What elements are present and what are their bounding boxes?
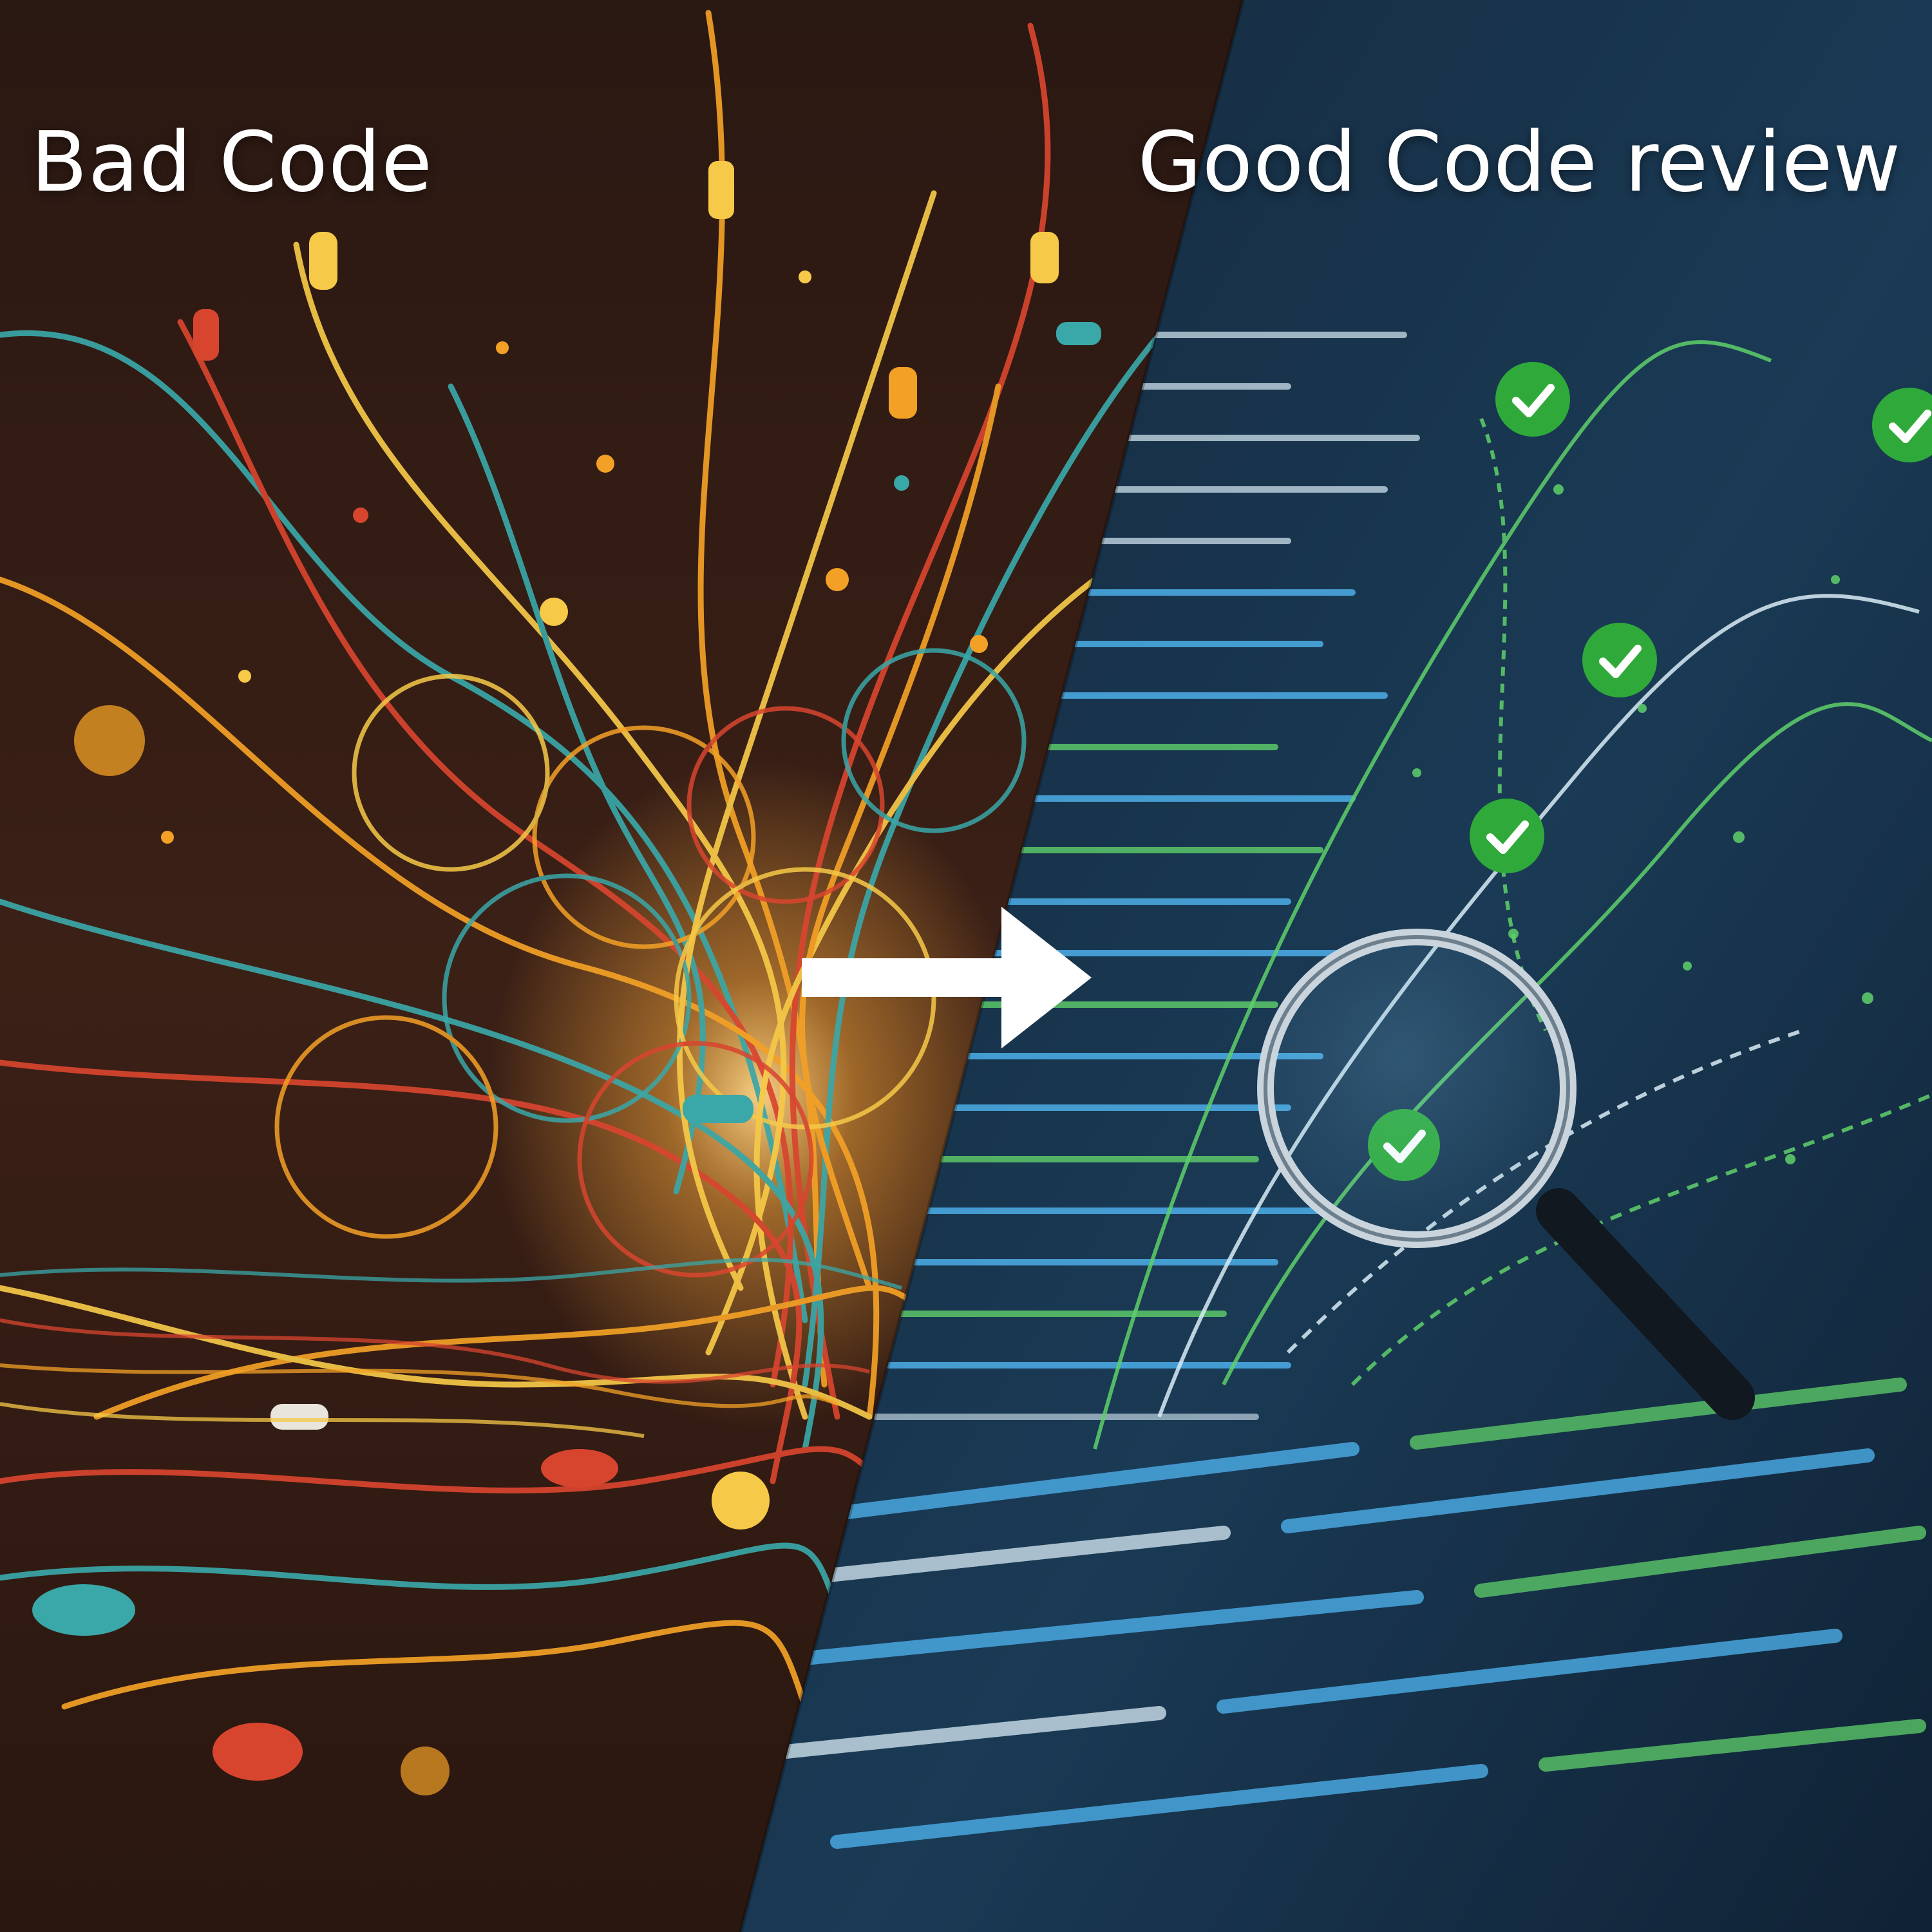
code-review-scene xyxy=(766,332,1932,1849)
bad-code-title: Bad Code xyxy=(31,115,433,211)
magnifying-glass-icon xyxy=(1257,929,1755,1420)
arrow-right-icon xyxy=(802,907,1092,1048)
good-code-review-title: Good Code review xyxy=(1137,115,1901,211)
